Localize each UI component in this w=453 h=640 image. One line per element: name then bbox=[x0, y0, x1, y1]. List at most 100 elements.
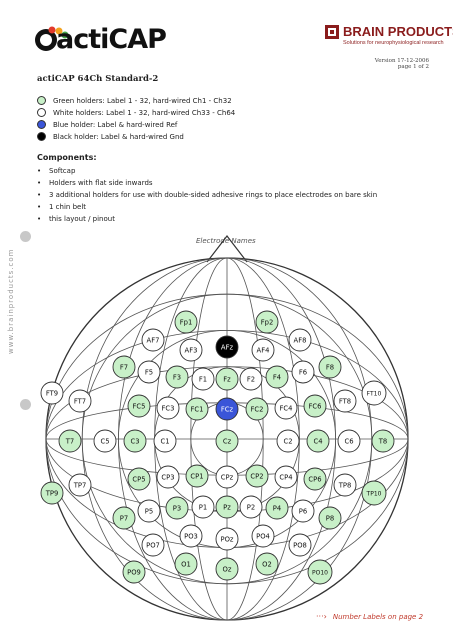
electrode-label: Oz bbox=[223, 565, 232, 573]
electrode-label: C4 bbox=[313, 437, 322, 445]
electrode-af4: AF4 bbox=[251, 338, 275, 362]
electrode-label: C6 bbox=[344, 437, 353, 445]
electrode-holder bbox=[40, 481, 64, 505]
electrode-cpz: CPz bbox=[215, 465, 239, 489]
electrode-label: FC6 bbox=[309, 402, 322, 410]
electrode-label: CPz bbox=[221, 473, 234, 481]
electrode-label: CP3 bbox=[161, 473, 174, 481]
electrode-holder bbox=[165, 496, 189, 520]
bullet-dot-icon: • bbox=[37, 179, 42, 187]
electrode-holder bbox=[68, 473, 92, 497]
electrode-p5: P5 bbox=[137, 499, 161, 523]
version-text: Version 17-12-2006 bbox=[374, 58, 429, 64]
diagram-title: Electrode Names bbox=[196, 237, 256, 245]
electrode-fc4: FC4 bbox=[274, 396, 298, 420]
electrode-holder bbox=[179, 338, 203, 362]
electrode-label: FT7 bbox=[74, 397, 86, 405]
electrode-p1: P1 bbox=[191, 495, 215, 519]
electrode-label: P1 bbox=[199, 503, 207, 511]
electrode-label: F7 bbox=[120, 363, 128, 371]
electrode-f2: F2 bbox=[239, 367, 263, 391]
electrode-f6: F6 bbox=[291, 360, 315, 384]
electrode-holder bbox=[333, 389, 357, 413]
electrode-holder bbox=[185, 397, 209, 421]
electrode-fz: Fz bbox=[215, 367, 239, 391]
electrode-holder bbox=[58, 429, 82, 453]
electrode-p8: P8 bbox=[318, 506, 342, 530]
electrode-label: F8 bbox=[326, 363, 334, 371]
electrode-po9: PO9 bbox=[122, 560, 146, 584]
legend-item: Black holder: Label & hard-wired Gnd bbox=[37, 131, 397, 142]
electrode-holder bbox=[179, 524, 203, 548]
legend-label: Black holder: Label & hard-wired Gnd bbox=[53, 132, 184, 141]
version-info: Version 17-12-2006 page 1 of 2 bbox=[309, 58, 429, 70]
electrode-holder bbox=[185, 464, 209, 488]
electrode-ft7: FT7 bbox=[68, 389, 92, 413]
electrode-af7: AF7 bbox=[141, 328, 165, 352]
electrode-label: C5 bbox=[100, 437, 109, 445]
electrode-f4: F4 bbox=[265, 365, 289, 389]
component-text: 3 additional holders for use with double… bbox=[49, 191, 378, 199]
components-list: •Softcap •Holders with flat side inwards… bbox=[37, 167, 437, 227]
electrode-label: PO3 bbox=[184, 532, 198, 540]
electrode-poz: POz bbox=[215, 527, 239, 551]
green-holder-icon bbox=[37, 96, 46, 105]
electrode-holder bbox=[215, 335, 239, 359]
component-text: Softcap bbox=[49, 167, 76, 175]
electrode-holder bbox=[288, 533, 312, 557]
electrode-holder bbox=[40, 381, 64, 405]
grid-ring bbox=[190, 402, 264, 476]
electrode-afz: AFz bbox=[215, 335, 239, 359]
electrode-holder bbox=[156, 396, 180, 420]
electrode-o1: O1 bbox=[174, 552, 198, 576]
arrow-dots-icon: ···› bbox=[316, 612, 327, 621]
white-holder-icon bbox=[37, 108, 46, 117]
brain-products-logo-icon bbox=[325, 25, 339, 39]
electrode-holder bbox=[112, 506, 136, 530]
grid-meridian bbox=[81, 257, 373, 621]
components-title: Components: bbox=[37, 153, 97, 162]
electrode-label: FT10 bbox=[367, 390, 382, 397]
electrode-po4: PO4 bbox=[251, 524, 275, 548]
list-item: •Softcap bbox=[37, 167, 437, 179]
electrode-holder bbox=[123, 429, 147, 453]
electrode-holder bbox=[215, 557, 239, 581]
electrode-holder bbox=[137, 499, 161, 523]
electrode-label: AF4 bbox=[257, 346, 270, 354]
bullet-dot-icon: • bbox=[37, 203, 42, 211]
electrode-label: FCz bbox=[221, 405, 234, 413]
electrode-c5: C5 bbox=[93, 429, 117, 453]
electrode-holder bbox=[174, 552, 198, 576]
electrode-holder bbox=[318, 355, 342, 379]
holder-legend: Green holders: Label 1 - 32, hard-wired … bbox=[37, 95, 397, 143]
electrode-label: F6 bbox=[299, 368, 307, 376]
electrode-label: FC1 bbox=[191, 405, 204, 413]
electrode-p4: P4 bbox=[265, 496, 289, 520]
electrode-label: Cz bbox=[223, 437, 232, 445]
next-page-link[interactable]: ···› Number Labels on page 2 bbox=[316, 612, 423, 621]
electrode-holder bbox=[127, 467, 151, 491]
bullet-dot-icon: • bbox=[37, 215, 42, 223]
electrode-holder bbox=[137, 360, 161, 384]
next-page-link-label: Number Labels on page 2 bbox=[332, 612, 424, 621]
brand-tagline: Solutions for neurophysiological researc… bbox=[343, 40, 444, 46]
electrode-cp1: CP1 bbox=[185, 464, 209, 488]
electrode-label: PO7 bbox=[146, 541, 160, 549]
electrode-cp2: CP2 bbox=[245, 464, 269, 488]
electrode-label: P2 bbox=[247, 503, 255, 511]
electrode-holder bbox=[215, 429, 239, 453]
component-text: this layout / pinout bbox=[49, 215, 115, 223]
legend-label: Green holders: Label 1 - 32, hard-wired … bbox=[53, 96, 232, 105]
list-item: •Holders with flat side inwards bbox=[37, 179, 437, 191]
electrode-label: AF3 bbox=[185, 346, 198, 354]
electrode-holder bbox=[127, 394, 151, 418]
electrode-holder bbox=[265, 496, 289, 520]
electrode-label: Fz bbox=[223, 375, 231, 383]
electrode-oz: Oz bbox=[215, 557, 239, 581]
electrode-holder bbox=[307, 559, 333, 585]
electrode-holder bbox=[361, 480, 387, 506]
electrode-af8: AF8 bbox=[288, 328, 312, 352]
electrode-label: AFz bbox=[221, 343, 234, 351]
electrode-label: Fp1 bbox=[180, 318, 193, 326]
